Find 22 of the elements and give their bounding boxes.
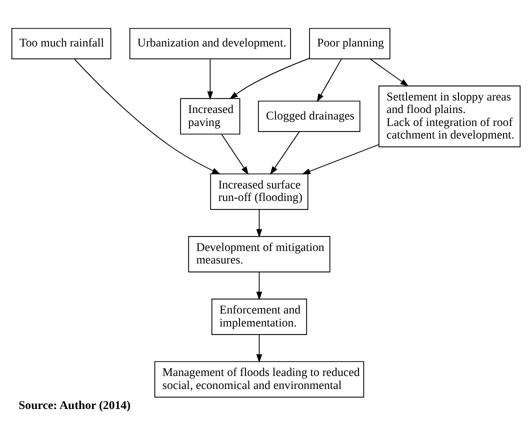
node-box: Development of mitigation measures. [188, 236, 330, 272]
node-box: Enforcement and implementation. [211, 298, 308, 334]
node-box: Increased paving [180, 98, 240, 134]
arrow [229, 57, 310, 99]
arrow [256, 334, 262, 362]
node-box: Increased surface run-off (flooding) [210, 172, 308, 210]
node-box: Urbanization and development. [129, 27, 291, 59]
arrow [221, 133, 249, 174]
arrow [207, 58, 214, 100]
arrow [370, 58, 409, 86]
arrow [256, 271, 262, 300]
arrow [270, 130, 300, 174]
arrow [302, 144, 380, 174]
arrow [316, 58, 342, 102]
node-box: Management of floods leading to reduced social, economical and environmental [154, 360, 364, 398]
node-box: Too much rainfall [11, 27, 112, 59]
node-box: Clogged drainages [258, 100, 360, 132]
caption: Source: Author (2014) [18, 398, 131, 412]
arrow [74, 58, 220, 174]
arrow [256, 208, 262, 238]
node-box: Settlement in sloppy areas and flood plains. Lack of integration of roof catchment in development. [378, 84, 521, 147]
node-box: Poor planning [309, 27, 390, 59]
